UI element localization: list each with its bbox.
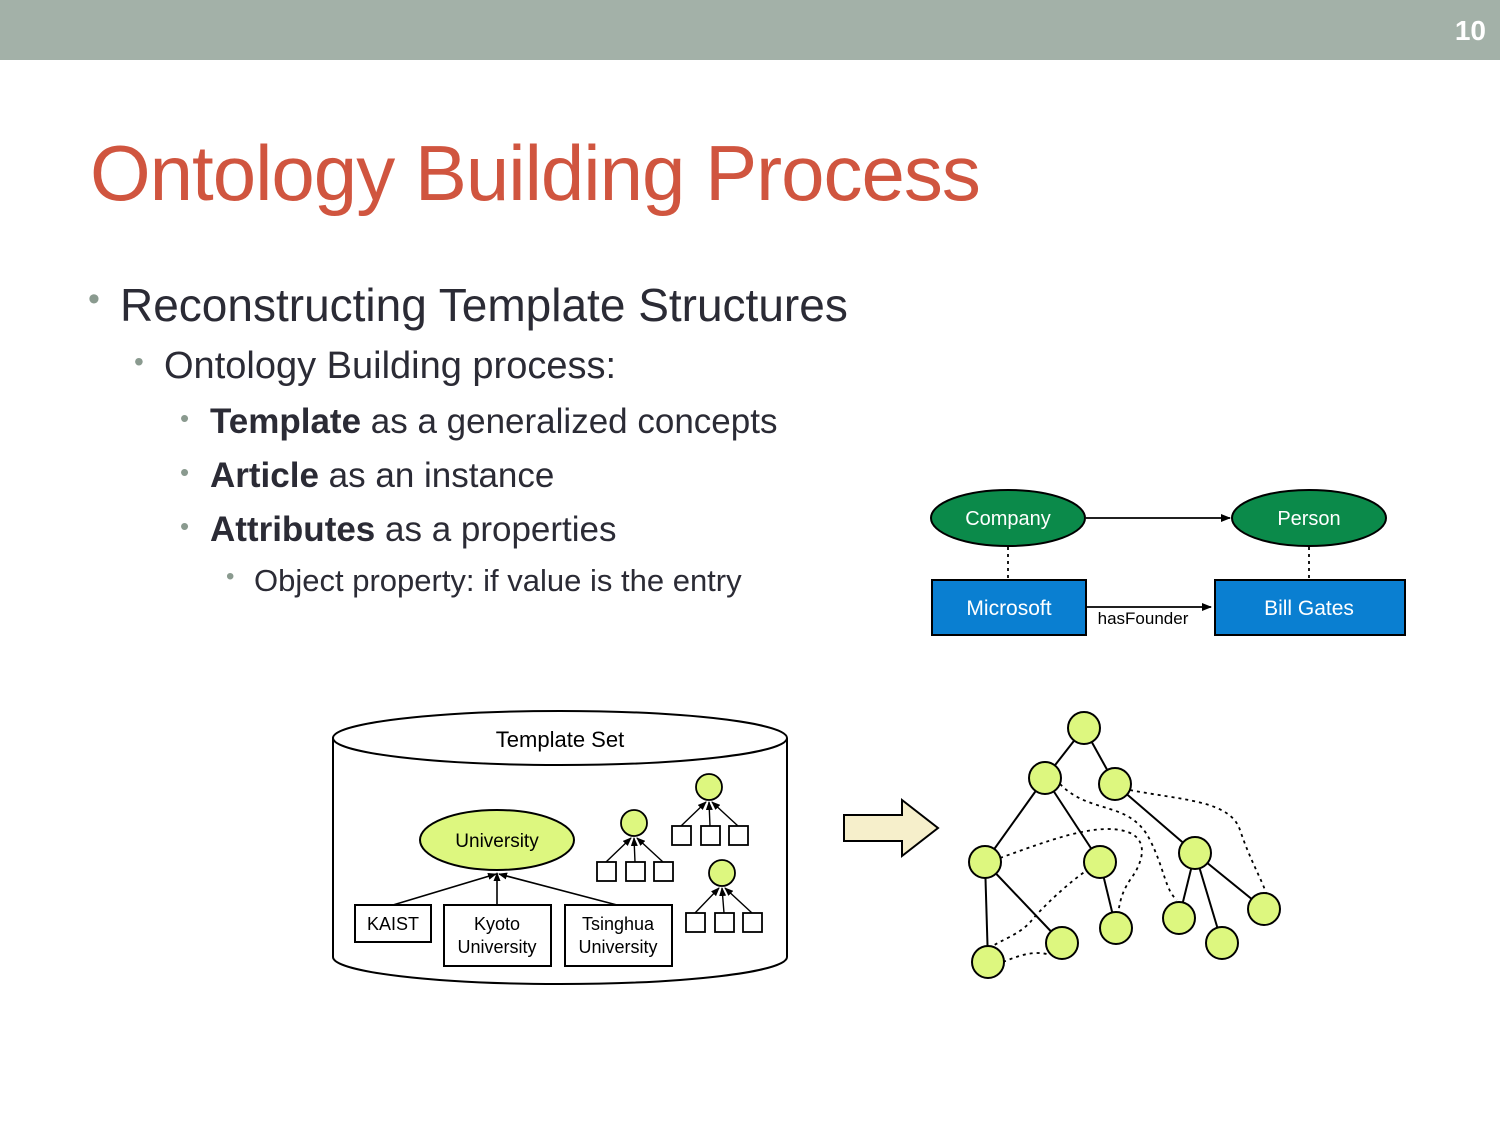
graph-node	[1178, 836, 1212, 870]
template-set-database: Template Set University KAIST Kyoto Univ…	[332, 710, 788, 985]
instance-arrow	[498, 872, 618, 906]
graph-node	[968, 845, 1002, 879]
bullet-attributes: • Attributes as a properties	[180, 510, 617, 550]
ontology-graph	[968, 711, 1281, 979]
graph-node	[1247, 892, 1281, 926]
instance-kaist-label: KAIST	[367, 914, 419, 934]
graph-node	[1083, 845, 1117, 879]
bullet-level2: • Ontology Building process:	[134, 345, 617, 388]
graph-node	[1067, 711, 1101, 745]
graph-node	[1205, 926, 1239, 960]
graph-node	[1028, 761, 1062, 795]
class-person-node	[1231, 489, 1387, 547]
graph-node	[1162, 901, 1196, 935]
graph-node	[1045, 926, 1079, 960]
instance-billgates-label: Bill Gates	[1264, 597, 1354, 620]
bullet-dot: •	[88, 280, 100, 318]
bullet-text: as a properties	[375, 510, 617, 549]
bullet-dot: •	[180, 511, 190, 541]
concept-university-label: University	[455, 831, 539, 852]
bullet-text: as a generalized concepts	[361, 402, 778, 441]
process-arrow-icon	[843, 797, 940, 859]
instance-tsinghua-label-line2: University	[578, 937, 657, 957]
mini-template	[685, 859, 763, 933]
class-person-label: Person	[1277, 508, 1340, 530]
ontology-example: Company Person Microsoft Bill Gates hasF…	[930, 489, 1406, 636]
class-company-node	[930, 489, 1086, 547]
page-number: 10	[1454, 15, 1486, 46]
mini-template	[596, 809, 674, 882]
instance-tsinghua-box	[564, 904, 673, 967]
bullet-bold-term: Article	[210, 456, 319, 495]
cylinder-top	[332, 710, 788, 766]
instance-arrow	[392, 872, 497, 906]
instance-billgates-node	[1214, 579, 1406, 636]
instance-microsoft-node	[931, 579, 1087, 636]
bullet-dot: •	[180, 403, 190, 433]
instance-microsoft-label: Microsoft	[966, 597, 1051, 620]
bullet-bold-term: Attributes	[210, 510, 376, 549]
mini-template	[671, 773, 749, 846]
bullet-template: • Template as a generalized concepts	[180, 402, 778, 442]
has-founder-label: hasFounder	[1098, 609, 1189, 628]
bullet-list: • Reconstructing Template Structures • O…	[0, 0, 900, 620]
class-company-label: Company	[965, 508, 1051, 530]
bullet-text: Ontology Building process:	[164, 345, 617, 387]
instance-tsinghua-label-line1: Tsinghua	[582, 914, 655, 934]
graph-node	[971, 945, 1005, 979]
graph-node	[1099, 911, 1133, 945]
instance-kyoto-box	[443, 904, 552, 967]
bullet-dot: •	[180, 457, 190, 487]
concept-university-node	[419, 809, 575, 871]
bullet-level4: • Object property: if value is the entry	[226, 563, 742, 599]
bullet-text: Object property: if value is the entry	[254, 563, 742, 598]
instance-kyoto-label-line2: University	[457, 937, 536, 957]
bullet-dot: •	[226, 563, 235, 590]
instance-kyoto-label-line1: Kyoto	[474, 914, 520, 934]
bullet-text: Reconstructing Template Structures	[120, 279, 848, 331]
bullet-bold-term: Template	[210, 402, 362, 441]
bullet-dot: •	[134, 346, 144, 377]
slide-title: Ontology Building Process	[90, 129, 981, 217]
graph-node	[1098, 767, 1132, 801]
slide-header-bar: 10	[0, 0, 1500, 60]
instance-kaist-box	[354, 904, 432, 943]
bullet-article: • Article as an instance	[180, 456, 555, 496]
bullet-text: as an instance	[318, 456, 555, 495]
bullet-level1: • Reconstructing Template Structures	[88, 278, 848, 332]
template-set-label: Template Set	[496, 727, 624, 752]
